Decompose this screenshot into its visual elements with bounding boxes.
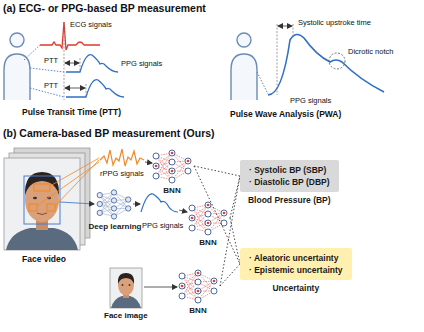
caption-label: Pulse Wave Analysis (PWA): [230, 110, 341, 120]
annotation-label: PTT: [44, 82, 58, 91]
notch-marker: [329, 53, 345, 69]
illustration-part: [29, 184, 55, 211]
roi-leader: [37, 158, 99, 206]
sensor-leader: [257, 72, 268, 94]
network-label: BNN: [199, 238, 216, 248]
box-fill: · Aleatoric uncertainty· Epistemic uncer…: [240, 248, 352, 280]
illustration-part: [4, 54, 30, 100]
illustration-part: [47, 204, 55, 211]
input-arrow: [144, 287, 177, 288]
illustration-part: [80, 58, 81, 72]
illustration-part: [34, 184, 50, 191]
bnn-icon: [179, 270, 217, 303]
input-arrow: [179, 210, 187, 212]
bnn-icon: [189, 202, 227, 235]
face-to-network: [60, 202, 94, 204]
illustration-part: [29, 204, 37, 211]
illustration-part: [24, 45, 40, 60]
illustration-part: [86, 84, 87, 97]
upstroke-arrow: [278, 26, 292, 27]
box-item: · Epistemic uncertainty: [249, 264, 343, 276]
ppg-waveform: [268, 34, 384, 95]
illustration-part: [122, 284, 124, 286]
annotation-label: Dicrotic notch: [348, 48, 393, 57]
illustration-part: [110, 268, 142, 308]
connector-line: [220, 264, 240, 286]
face-picture: [6, 172, 78, 250]
box-heading: Blood Pressure (BP): [240, 194, 339, 206]
ppg-waveform: [141, 194, 178, 212]
box-item: · Diastolic BP (DBP): [249, 176, 330, 188]
caption-label: Pulse Transit Time (PTT): [22, 108, 121, 118]
section-title: (a) ECG- or PPG-based BP measurement: [3, 2, 206, 14]
illustration-part: [30, 68, 64, 72]
illustration-part: [64, 22, 65, 100]
output-box: · Aleatoric uncertainty· Epistemic uncer…: [240, 248, 352, 294]
ptt-arrow: [65, 63, 85, 88]
illustration-part: [10, 33, 24, 47]
timing-guide: [277, 24, 293, 95]
annotation-label: PPG signals: [142, 222, 183, 231]
timing-guide: [64, 22, 86, 100]
annotation-label: ECG signals: [70, 21, 112, 30]
section-title: (b) Camera-based BP measurement (Ours): [3, 127, 215, 139]
illustration-part: [37, 162, 99, 206]
illustration-part: [129, 284, 131, 286]
network-icon: [97, 190, 131, 219]
annotation-label: PPG signals: [290, 97, 331, 106]
illustration-part: [33, 197, 37, 199]
box-fill: · Systolic BP (SBP)· Diastolic BP (DBP): [240, 160, 339, 192]
illustration-part: [231, 54, 257, 100]
connector-line: [194, 166, 240, 176]
annotation-label: Systolic upstroke time: [298, 19, 371, 28]
ppg-waveform: [66, 80, 124, 97]
network-label: Deep learning: [89, 222, 142, 232]
caption-label: Face video: [22, 255, 66, 265]
illustration-part: [293, 24, 294, 36]
annotation-label: PTT: [44, 57, 58, 66]
connector-line: [220, 176, 240, 286]
input-arrow: [133, 204, 140, 205]
network-node: BNN: [150, 146, 194, 196]
illustration-part: [37, 213, 47, 215]
sensor-leader: [24, 45, 64, 97]
illustration-part: [50, 158, 99, 186]
annotation-label: PPG signals: [121, 60, 162, 69]
bnn-icon: [153, 150, 191, 183]
network-node: Deep learning: [88, 186, 142, 232]
connector-line: [230, 218, 240, 264]
box-heading: Uncertainty: [240, 282, 352, 294]
network-label: BNN: [189, 306, 206, 316]
person-figure: [231, 33, 257, 100]
illustration-part: [4, 158, 80, 250]
illustration-part: [65, 88, 85, 89]
annotation-label: rPPG signals: [100, 170, 144, 179]
rppg-waveform: [100, 149, 144, 166]
person-figure: [4, 33, 30, 100]
ppg-waveform: [66, 55, 118, 72]
output-box: · Systolic BP (SBP)· Diastolic BP (DBP) B…: [240, 160, 339, 206]
illustration-part: [237, 33, 251, 47]
box-item: · Systolic BP (SBP): [249, 164, 330, 176]
illustration-part: [277, 24, 278, 95]
face-image-picture: [110, 268, 142, 308]
network-node: BNN: [176, 266, 220, 316]
caption-label: Face image: [104, 311, 148, 320]
illustration-part: [118, 273, 134, 284]
illustration-part: [6, 228, 78, 250]
network-node: BNN: [186, 198, 230, 248]
illustration-part: [65, 63, 79, 64]
connector-line: [194, 166, 240, 264]
input-arrow: [145, 162, 152, 163]
box-item: · Aleatoric uncertainty: [249, 252, 343, 264]
network-label: BNN: [163, 186, 180, 196]
